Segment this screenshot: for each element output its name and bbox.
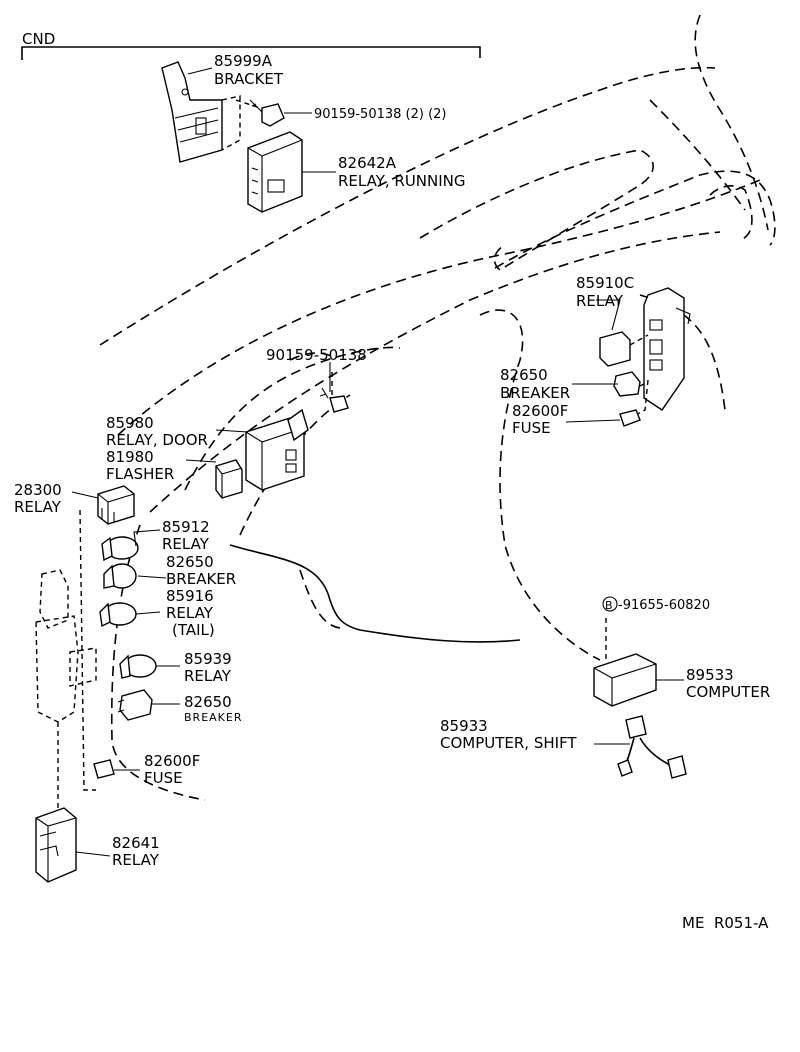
label-bracket-no[interactable]: 85999A — [214, 52, 273, 70]
section-label: CND — [22, 30, 55, 48]
computer-shift-85933[interactable] — [617, 715, 687, 779]
relay-85912[interactable] — [101, 536, 139, 562]
label-breaker-2-no[interactable]: 82650 — [184, 693, 232, 711]
label-fuse-r-name[interactable]: FUSE — [512, 419, 551, 437]
label-computer-no[interactable]: 89533 — [686, 666, 734, 684]
label-breaker-r-no[interactable]: 82650 — [500, 366, 548, 384]
leader-lines — [71, 67, 684, 857]
bolt-90159-top[interactable] — [235, 99, 285, 127]
label-relay-c-no[interactable]: 85910C — [576, 274, 634, 292]
section-bracket: CND — [21, 30, 481, 60]
label-screw-no[interactable]: -91655-60820 — [618, 598, 710, 613]
label-breaker-2-name[interactable]: BREAKER — [184, 711, 242, 724]
label-bolt-mid[interactable]: 90159-50138 — [266, 346, 367, 364]
label-fuse-r-no[interactable]: 82600F — [512, 402, 568, 420]
relay-85939[interactable] — [119, 654, 157, 679]
label-relay-85912-no[interactable]: 85912 — [162, 518, 210, 536]
breaker-82650-right[interactable] — [613, 371, 649, 397]
label-flasher-no[interactable]: 81980 — [106, 448, 154, 466]
breaker-82650-left-2[interactable] — [117, 689, 153, 721]
label-bracket-name[interactable]: BRACKET — [214, 70, 284, 88]
label-relay-door-name[interactable]: RELAY, DOOR — [106, 431, 208, 449]
relay-82641[interactable] — [35, 807, 77, 883]
relay-panel-right — [629, 287, 691, 419]
bolt-90159-mid[interactable] — [319, 372, 349, 413]
label-screw-b[interactable]: B — [605, 599, 614, 612]
label-bolt-top[interactable]: 90159-50138 (2) (2) — [314, 107, 447, 122]
computer-89533[interactable] — [593, 618, 657, 707]
label-relay-door-no[interactable]: 85980 — [106, 414, 154, 432]
figure-reference: ME R051-A — [682, 914, 769, 932]
label-relay-tail-no[interactable]: 85916 — [166, 587, 214, 605]
label-relay-c-name[interactable]: RELAY — [576, 292, 624, 310]
label-computer-shift-no[interactable]: 85933 — [440, 717, 488, 735]
label-relay-82641-name[interactable]: RELAY — [112, 851, 160, 869]
label-relay-85939-no[interactable]: 85939 — [184, 650, 232, 668]
label-relay-running-name[interactable]: RELAY, RUNNING — [338, 172, 466, 190]
label-relay-28300-name[interactable]: RELAY — [14, 498, 62, 516]
relay-85916-tail[interactable] — [99, 602, 137, 628]
label-flasher-name[interactable]: FLASHER — [106, 465, 174, 483]
relay-door-85980[interactable] — [245, 408, 309, 491]
part-labels: 85999A BRACKET 90159-50138 (2) (2) 82642… — [14, 52, 770, 932]
label-computer-name[interactable]: COMPUTER — [686, 683, 770, 701]
label-relay-tail-name[interactable]: RELAY — [166, 604, 214, 622]
bracket-85999a[interactable] — [161, 61, 241, 163]
label-breaker-1-name[interactable]: BREAKER — [166, 570, 236, 588]
label-fuse-l-no[interactable]: 82600F — [144, 752, 200, 770]
relay-28300[interactable] — [97, 485, 135, 525]
label-relay-tail-sub[interactable]: (TAIL) — [172, 621, 215, 639]
fuse-82600f-right[interactable] — [619, 409, 641, 427]
label-relay-running-no[interactable]: 82642A — [338, 154, 397, 172]
relay-85910c[interactable] — [599, 331, 649, 367]
label-computer-shift-name[interactable]: COMPUTER, SHIFT — [440, 734, 577, 752]
label-fuse-l-name[interactable]: FUSE — [144, 769, 183, 787]
label-relay-82641-no[interactable]: 82641 — [112, 834, 160, 852]
relay-running-82642a[interactable] — [247, 131, 303, 213]
label-relay-85939-name[interactable]: RELAY — [184, 667, 232, 685]
fuse-82600f-left[interactable] — [93, 759, 115, 779]
label-relay-85912-name[interactable]: RELAY — [162, 535, 210, 553]
screw-b-circle — [602, 596, 618, 612]
label-breaker-r-name[interactable]: BREAKER — [500, 384, 570, 402]
flasher-81980[interactable] — [215, 459, 243, 499]
label-relay-28300-no[interactable]: 28300 — [14, 481, 62, 499]
junction-box-phantom — [35, 509, 97, 810]
label-breaker-1-no[interactable]: 82650 — [166, 553, 214, 571]
breaker-82650-left-1[interactable] — [103, 563, 137, 589]
